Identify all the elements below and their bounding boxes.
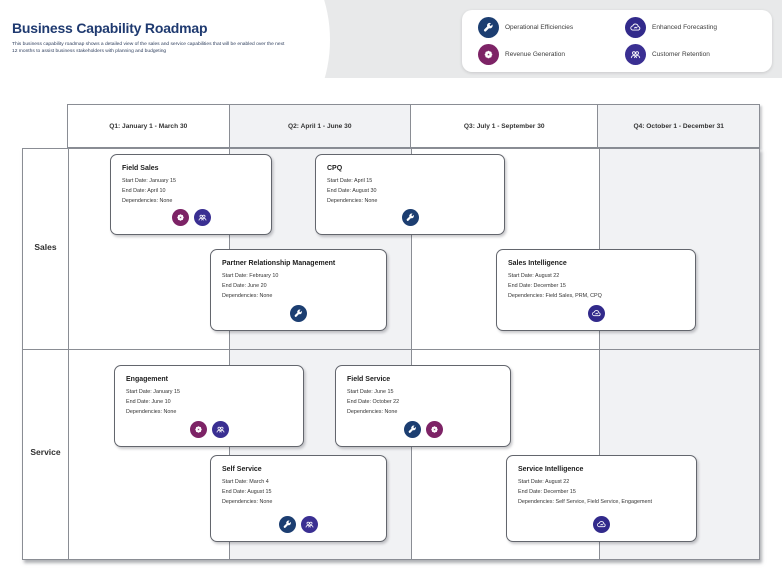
lane-separator bbox=[23, 349, 759, 350]
lane-label-service: Service bbox=[30, 447, 61, 457]
title-block: Business Capability Roadmap This busines… bbox=[12, 20, 302, 55]
card-title: Field Service bbox=[347, 376, 391, 383]
card-icons bbox=[211, 305, 386, 322]
capability-card-field-service[interactable]: Field Service Start Date: June 15 End Da… bbox=[335, 365, 511, 447]
start-date-line: Start Date: August 22 bbox=[518, 479, 570, 485]
capability-card-sales-intelligence[interactable]: Sales Intelligence Start Date: August 22… bbox=[496, 249, 696, 331]
dependencies-line: Dependencies: None bbox=[347, 408, 398, 415]
end-date-line: End Date: August 15 bbox=[222, 488, 272, 495]
capability-card-partner-relationship-management[interactable]: Partner Relationship Management Start Da… bbox=[210, 249, 387, 331]
card-icons bbox=[111, 209, 271, 226]
timeline-header: Q1: January 1 - March 30 Q2: April 1 - J… bbox=[67, 104, 760, 148]
dependencies-line: Dependencies: Field Sales, PRM, CPQ bbox=[508, 292, 602, 299]
start-date-line: Start Date: August 22 bbox=[508, 273, 560, 279]
grid-vline bbox=[68, 149, 69, 559]
card-icons bbox=[336, 421, 510, 438]
quarter-header-q2: Q2: April 1 - June 30 bbox=[228, 105, 410, 147]
dependencies-line: Dependencies: None bbox=[126, 408, 177, 415]
operational-efficiencies-icon bbox=[403, 421, 421, 438]
card-title: CPQ bbox=[327, 165, 343, 172]
card-icons bbox=[507, 516, 696, 533]
enhanced-forecasting-icon bbox=[625, 16, 646, 38]
start-date-line: Start Date: April 15 bbox=[327, 178, 373, 184]
top-banner: Business Capability Roadmap This busines… bbox=[0, 0, 782, 180]
legend-item-customer-retention: Customer Retention bbox=[625, 43, 772, 66]
dependencies-line: Dependencies: None bbox=[327, 197, 378, 204]
capability-card-service-intelligence[interactable]: Service Intelligence Start Date: August … bbox=[506, 455, 697, 542]
dependencies-line: Dependencies: Self Service, Field Servic… bbox=[518, 498, 652, 505]
legend-label: Enhanced Forecasting bbox=[652, 24, 718, 31]
card-title: Engagement bbox=[126, 376, 169, 383]
revenue-generation-icon bbox=[478, 43, 499, 65]
start-date-line: Start Date: June 15 bbox=[347, 389, 394, 395]
quarter-header-q4: Q4: October 1 - December 31 bbox=[597, 105, 759, 147]
dependencies-line: Dependencies: None bbox=[222, 292, 273, 299]
page-title: Business Capability Roadmap bbox=[12, 20, 208, 36]
revenue-generation-icon bbox=[171, 209, 189, 226]
customer-retention-icon bbox=[211, 421, 229, 438]
grid-vline bbox=[229, 149, 230, 559]
start-date-line: Start Date: January 15 bbox=[126, 389, 180, 395]
end-date-line: End Date: October 22 bbox=[347, 398, 400, 405]
grid-vline bbox=[599, 149, 600, 559]
quarter-header-q1: Q1: January 1 - March 30 bbox=[109, 122, 188, 130]
page-subtitle: This business capability roadmap shows a… bbox=[12, 42, 285, 54]
capability-card-field-sales[interactable]: Field Sales Start Date: January 15 End D… bbox=[110, 154, 272, 235]
card-title: Self Service bbox=[222, 466, 262, 473]
operational-efficiencies-icon bbox=[290, 305, 307, 322]
end-date-line: End Date: December 15 bbox=[508, 282, 566, 289]
end-date-line: End Date: June 10 bbox=[126, 398, 171, 405]
legend-label: Customer Retention bbox=[652, 51, 710, 58]
quarter-header-q3: Q3: July 1 - September 30 bbox=[410, 105, 597, 147]
card-title: Service Intelligence bbox=[518, 466, 584, 473]
end-date-line: End Date: April 10 bbox=[122, 187, 166, 194]
legend-item-operational-efficiencies: Operational Efficiencies bbox=[478, 16, 625, 39]
card-icons bbox=[211, 516, 386, 533]
legend-item-revenue-generation: Revenue Generation bbox=[478, 43, 625, 66]
customer-retention-icon bbox=[193, 209, 211, 226]
legend-label: Operational Efficiencies bbox=[505, 24, 574, 31]
dependencies-line: Dependencies: None bbox=[222, 498, 273, 505]
enhanced-forecasting-icon bbox=[587, 305, 605, 322]
operational-efficiencies-icon bbox=[279, 516, 296, 533]
start-date-line: Start Date: February 10 bbox=[222, 273, 279, 279]
customer-retention-icon bbox=[625, 43, 646, 65]
customer-retention-icon bbox=[301, 516, 318, 533]
capability-card-self-service[interactable]: Self Service Start Date: March 4 End Dat… bbox=[210, 455, 387, 542]
start-date-line: Start Date: March 4 bbox=[222, 479, 269, 485]
end-date-line: End Date: August 30 bbox=[327, 187, 377, 194]
operational-efficiencies-icon bbox=[401, 209, 419, 226]
card-icons bbox=[316, 209, 504, 226]
legend-item-enhanced-forecasting: Enhanced Forecasting bbox=[625, 16, 772, 39]
operational-efficiencies-icon bbox=[478, 16, 499, 38]
grid-vline bbox=[411, 149, 412, 559]
card-title: Sales Intelligence bbox=[508, 260, 567, 267]
lane-label-sales: Sales bbox=[34, 242, 57, 252]
capability-card-cpq[interactable]: CPQ Start Date: April 15 End Date: Augus… bbox=[315, 154, 505, 235]
legend-label: Revenue Generation bbox=[505, 51, 565, 58]
dependencies-line: Dependencies: None bbox=[122, 197, 173, 204]
enhanced-forecasting-icon bbox=[593, 516, 610, 533]
revenue-generation-icon bbox=[425, 421, 443, 438]
start-date-line: Start Date: January 15 bbox=[122, 178, 176, 184]
card-icons bbox=[115, 421, 303, 438]
card-title: Partner Relationship Management bbox=[222, 260, 336, 267]
revenue-generation-icon bbox=[189, 421, 207, 438]
card-title: Field Sales bbox=[122, 165, 159, 172]
card-icons bbox=[497, 305, 695, 322]
end-date-line: End Date: December 15 bbox=[518, 488, 576, 495]
capability-card-engagement[interactable]: Engagement Start Date: January 15 End Da… bbox=[114, 365, 304, 447]
end-date-line: End Date: June 20 bbox=[222, 282, 267, 289]
legend-card: Operational Efficiencies Enhanced Foreca… bbox=[462, 10, 772, 72]
